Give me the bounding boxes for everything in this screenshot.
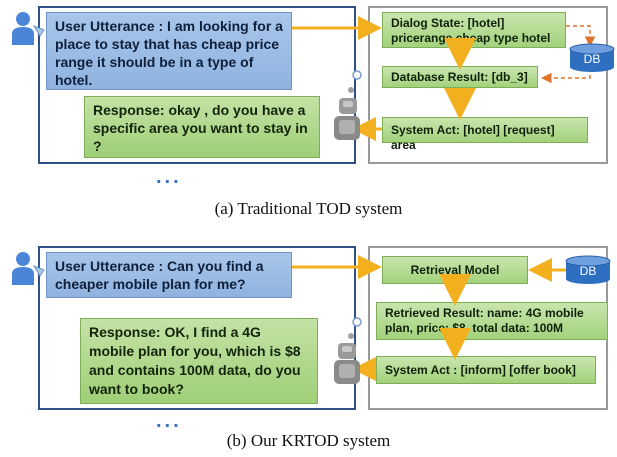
bottom-retrieval-model-text: Retrieval Model xyxy=(410,263,500,277)
bottom-response-text: Response: OK, I find a 4G mobile plan fo… xyxy=(89,324,301,397)
bottom-caption: (b) Our KRTOD system xyxy=(226,431,391,450)
top-caption: (a) Traditional TOD system xyxy=(214,199,403,218)
bottom-continuation-dots: ... xyxy=(156,410,182,432)
top-database-result-node: Database Result: [db_3] xyxy=(382,66,538,88)
bottom-retrieved-result-node: Retrieved Result: name: 4G mobile plan, … xyxy=(376,302,608,340)
bottom-db-label: DB xyxy=(579,264,597,278)
bottom-user-utterance-bubble: User Utterance : Can you find a cheaper … xyxy=(46,252,292,298)
top-database-result-text: Database Result: [db_3] xyxy=(391,70,528,84)
bottom-user-utterance-text: User Utterance : Can you find a cheaper … xyxy=(55,258,264,292)
top-dialog-state-node: Dialog State: [hotel] pricerange cheap t… xyxy=(382,12,566,48)
top-db-label: DB xyxy=(583,52,601,66)
top-continuation-dots: ... xyxy=(156,166,182,188)
top-dialog-state-text: Dialog State: [hotel] pricerange cheap t… xyxy=(391,16,551,45)
bottom-retrieved-result-text: Retrieved Result: name: 4G mobile plan, … xyxy=(385,306,584,335)
top-response-text: Response: okay , do you have a specific … xyxy=(93,102,308,154)
top-response-bubble: Response: okay , do you have a specific … xyxy=(84,96,320,158)
bottom-system-act-node: System Act : [inform] [offer book] xyxy=(376,356,596,384)
top-system-act-text: System Act: [hotel] [request] area xyxy=(391,123,555,152)
top-user-utterance-bubble: User Utterance : I am looking for a plac… xyxy=(46,12,292,90)
bottom-response-bubble: Response: OK, I find a 4G mobile plan fo… xyxy=(80,318,318,404)
top-user-utterance-text: User Utterance : I am looking for a plac… xyxy=(55,18,283,88)
top-system-act-node: System Act: [hotel] [request] area xyxy=(382,117,588,152)
bottom-system-act-text: System Act : [inform] [offer book] xyxy=(385,363,576,377)
bottom-retrieval-model-node: Retrieval Model xyxy=(382,256,528,284)
